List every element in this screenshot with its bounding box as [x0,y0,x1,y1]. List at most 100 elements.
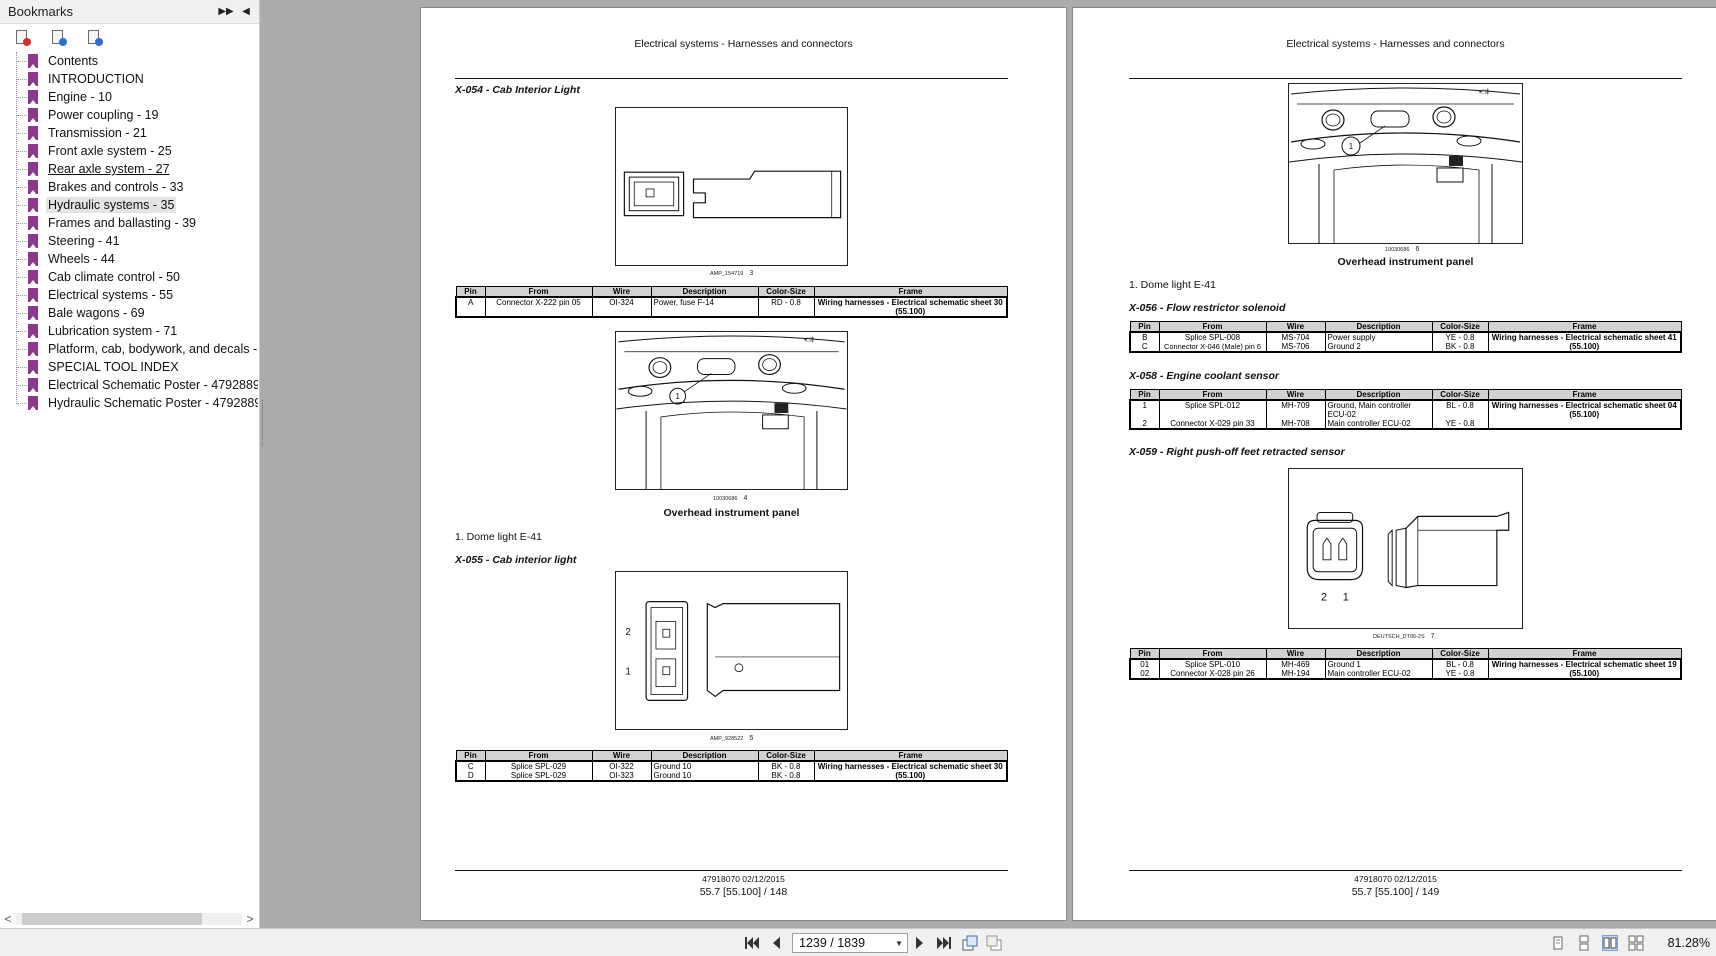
bookmark-item[interactable]: Cab climate control - 50 [0,268,258,286]
cell-frame-link[interactable]: Wiring harnesses - Electrical schematic … [1487,400,1682,429]
chevron-down-icon[interactable]: ▼ [895,939,903,948]
bookmark-item[interactable]: SPECIAL TOOL INDEX [0,358,258,376]
figure-number: 4 [743,495,748,502]
bookmark-item[interactable]: Transmission - 21 [0,124,258,142]
bookmark-item[interactable]: Brakes and controls - 33 [0,178,258,196]
cell-description: Ground 10 [650,761,759,771]
figure-overhead-panel: 1 •□‡ [615,331,848,490]
bookmark-item[interactable]: Frames and ballasting - 39 [0,214,258,232]
col-header-frame: Frame [813,750,1008,762]
cell-frame-link[interactable]: Wiring harnesses - Electrical schematic … [1487,659,1682,679]
last-page-icon[interactable] [936,935,952,951]
two-page-icon[interactable] [1602,935,1618,951]
rotate-icon[interactable] [962,935,978,951]
bookmark-item[interactable]: Engine - 10 [0,88,258,106]
cell-description: Ground 2 [1324,342,1433,352]
bookmark-item[interactable]: Power coupling - 19 [0,106,258,124]
rotate-back-icon[interactable] [986,935,1002,951]
table-row: C Splice SPL-029 OI-322 Ground 10 BK - 0… [455,761,1008,781]
bookmark-item[interactable]: Platform, cab, bodywork, and decals - [0,340,258,358]
bookmark-item[interactable]: Bale wagons - 69 [0,304,258,322]
col-header-from: From [484,286,593,298]
col-header-frame: Frame [1487,321,1682,333]
connector-drawing [623,170,842,219]
cell-wire: MS-704 [1265,332,1326,342]
scroll-track[interactable] [16,913,242,925]
cell-color-size: YE - 0.8 [1431,332,1489,342]
scroll-left-icon[interactable]: < [4,912,12,926]
bookmark-item[interactable]: Front axle system - 25 [0,142,258,160]
bookmark-label: Front axle system - 25 [48,144,172,158]
bookmark-blue-icon[interactable] [50,29,68,47]
bookmark-icon [28,342,38,356]
cell-color-size: RD - 0.8 [757,297,815,317]
col-header-pin: Pin [1129,389,1160,401]
bookmark-icon [28,144,38,158]
cell-color-size: BK - 0.8 [757,761,815,771]
scroll-right-icon[interactable]: > [246,912,254,926]
table-row: D Splice SPL-029 OI-323 Ground 10 BK - 0… [455,771,1007,781]
figure-code: 10030686 [1385,247,1410,253]
cell-pin: 02 [1129,669,1160,679]
footer-page-number: 55.7 [55.100] / 148 [699,886,788,898]
bookmark-icon [28,234,38,248]
table-row: 2 Connector X-029 pin 33 MH-708 Main con… [1129,419,1681,429]
pin-label: 1 [625,667,630,678]
bookmark-item[interactable]: Hydraulic Schematic Poster - 4792889 [0,394,258,412]
col-header-pin: Pin [1129,648,1160,660]
bookmark-item[interactable]: Electrical systems - 55 [0,286,258,304]
bookmark-icon [28,126,38,140]
two-page-continuous-icon[interactable] [1628,935,1644,951]
bookmark-item[interactable]: Wheels - 44 [0,250,258,268]
col-header-from: From [1158,321,1267,333]
cell-from: Splice SPL-008 [1158,332,1267,342]
cell-color-size: BK - 0.8 [757,771,815,781]
section-heading-x055: X-055 - Cab interior light [455,554,577,566]
cell-pin: A [455,297,486,317]
cell-frame-link[interactable]: Wiring harnesses - Electrical schematic … [1487,332,1682,352]
col-header-description: Description [1324,648,1433,660]
bookmarks-hscrollbar[interactable]: < > [0,910,258,928]
figure-code: 10030686 [713,496,738,502]
cell-pin: 2 [1129,419,1160,429]
bookmark-item[interactable]: Steering - 41 [0,232,258,250]
col-header-color-size: Color-Size [1431,321,1489,333]
figure-id: 10030686 4 [713,495,747,502]
bookmark-label: Contents [48,54,99,68]
cell-wire: MH-708 [1265,419,1326,429]
bookmark-find-icon[interactable] [86,29,104,47]
splitter-grip[interactable] [262,400,264,446]
col-header-pin: Pin [455,286,486,298]
page-number-field[interactable]: 1239 / 1839 ▼ [792,933,908,953]
bookmark-icon [28,360,38,374]
bookmark-red-icon[interactable] [14,29,32,47]
bookmark-item-selected[interactable]: Hydraulic systems - 35 [0,196,258,214]
next-page-icon[interactable] [912,935,928,951]
continuous-icon[interactable] [1576,935,1592,951]
cell-wire: OI-322 [591,761,652,771]
cell-frame-link[interactable]: Wiring harnesses - Electrical schematic … [813,761,1008,781]
bookmark-item[interactable]: Electrical Schematic Poster - 4792889 [0,376,258,394]
collapse-panel-icon[interactable]: ▶▶ [218,6,234,17]
cell-description: Main controller ECU-02 [1324,419,1433,429]
zoom-level[interactable]: 81.28% [1667,936,1710,950]
single-page-icon[interactable] [1550,935,1566,951]
cell-pin: 01 [1129,659,1160,669]
bookmark-label: SPECIAL TOOL INDEX [48,360,179,374]
first-page-icon[interactable] [744,935,760,951]
figure-number: 5 [749,735,754,742]
close-panel-icon[interactable]: ◀ [242,6,250,17]
cell-wire: MH-194 [1265,669,1326,679]
bookmark-item[interactable]: Lubrication system - 71 [0,322,258,340]
bookmark-item[interactable]: Contents [0,52,258,70]
panel-splitter[interactable] [261,0,265,928]
bookmark-label: Cab climate control - 50 [48,270,181,284]
bookmark-item[interactable]: INTRODUCTION [0,70,258,88]
bookmark-item[interactable]: Rear axle system - 27 [0,160,258,178]
prev-page-icon[interactable] [768,935,784,951]
col-header-color-size: Color-Size [757,750,815,762]
bottom-toolbar: 1239 / 1839 ▼ 81.28% [0,928,1716,956]
cell-frame-link[interactable]: Wiring harnesses - Electrical schematic … [813,297,1008,317]
scroll-thumb[interactable] [22,913,202,925]
